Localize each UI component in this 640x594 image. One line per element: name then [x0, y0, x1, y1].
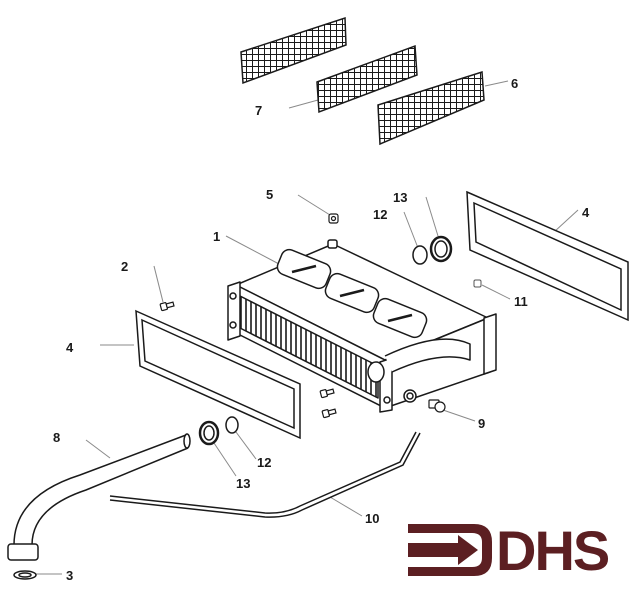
callout-8: 8: [53, 430, 61, 445]
callout-13-top: 13: [393, 190, 408, 205]
callout-12-top: 12: [373, 207, 388, 222]
sensor-rod: [109, 431, 421, 518]
callout-6: 6: [511, 76, 519, 91]
side-panel-left: [135, 309, 301, 440]
drain-valve: [428, 399, 446, 413]
callout-2: 2: [121, 259, 129, 274]
callout-10: 10: [365, 511, 380, 526]
insulation-grid-middle: [316, 44, 418, 114]
seal-parts: [198, 235, 453, 446]
callout-11: 11: [514, 294, 528, 309]
callout-4-right: 4: [582, 205, 590, 220]
nut-11: [473, 279, 482, 288]
callout-13-bottom: 13: [236, 476, 251, 491]
callout-12-bottom: 12: [257, 455, 272, 470]
callout-5: 5: [266, 187, 274, 202]
nut-5: [328, 213, 339, 224]
callout-3: 3: [66, 568, 74, 583]
callout-9: 9: [478, 416, 486, 431]
heat-exchanger-body: [227, 239, 497, 413]
side-panel-right: [466, 190, 629, 322]
arrow-logo-icon: [408, 524, 492, 576]
callout-4-left: 4: [66, 340, 74, 355]
callout-1: 1: [213, 229, 221, 244]
sealing-washer: [13, 570, 37, 580]
callout-7: 7: [255, 103, 263, 118]
dhs-logo: DHS: [408, 521, 624, 579]
insulation-grid-top: [240, 16, 347, 85]
connecting-pipe: [7, 433, 191, 561]
insulation-grid-bottom: [377, 70, 485, 146]
logo-text: DHS: [496, 519, 610, 582]
